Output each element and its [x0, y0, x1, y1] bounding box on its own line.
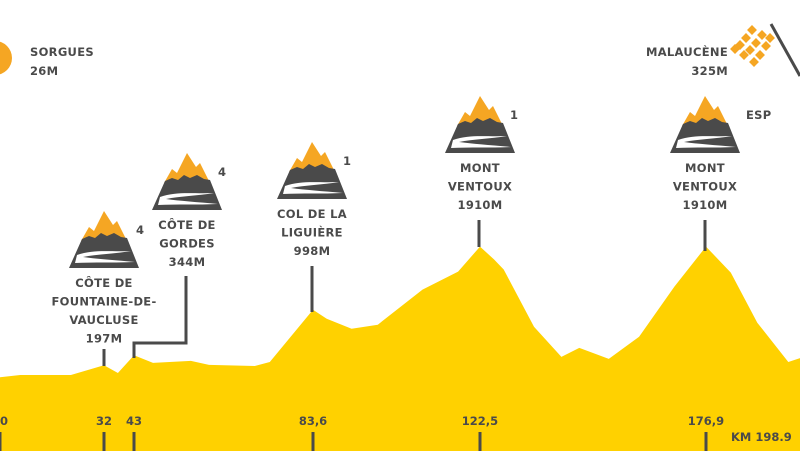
km-tick-label: 0	[0, 414, 8, 428]
finish-marker: MALAUCÈNE 325M	[646, 23, 800, 78]
climb-name-line: MONT	[460, 161, 500, 175]
climb-altitude: 998M	[294, 244, 331, 258]
climb-marker: ESP MONT VENTOUX 1910M	[670, 96, 771, 251]
mountain-icon	[152, 153, 222, 210]
climb-altitude: 1910M	[458, 198, 503, 212]
finish-name: MALAUCÈNE	[646, 44, 728, 59]
start-marker: SORGUES 26M	[0, 41, 94, 78]
climb-name-line: LIGUIÈRE	[281, 225, 343, 240]
climb-name-line: MONT	[685, 161, 725, 175]
climb-category: ESP	[746, 108, 771, 122]
climb-name-line: VAUCLUSE	[69, 313, 138, 327]
km-tick-label: 43	[126, 414, 142, 428]
climb-name-line: COL DE LA	[277, 207, 347, 221]
climb-category: 1	[510, 108, 518, 122]
climb-name-line: VENTOUX	[448, 180, 512, 194]
km-tick-label: 122,5	[462, 414, 498, 428]
start-name: SORGUES	[30, 45, 94, 59]
mountain-icon	[670, 96, 740, 153]
start-altitude: 26M	[30, 64, 58, 78]
climb-altitude: 1910M	[683, 198, 728, 212]
start-circle-icon	[0, 41, 12, 75]
km-tick-label: 176,9	[688, 414, 724, 428]
climb-name-line: GORDES	[159, 237, 215, 251]
km-tick-label: 32	[96, 414, 112, 428]
climb-name-line: VENTOUX	[673, 180, 737, 194]
climb-altitude: 197M	[86, 332, 123, 346]
mountain-icon	[277, 142, 347, 199]
mountain-icon	[445, 96, 515, 153]
finish-altitude: 325M	[691, 64, 728, 78]
climb-category: 1	[343, 154, 351, 168]
climb-name-line: CÔTE DE	[75, 275, 132, 290]
finish-km-label: KM 198.9	[731, 430, 792, 444]
climb-altitude: 344M	[169, 255, 206, 269]
elevation-profile-area	[0, 246, 800, 451]
climb-name-line: CÔTE DE	[158, 217, 215, 232]
climb-category: 4	[136, 223, 144, 237]
climb-category: 4	[218, 165, 226, 179]
km-ticks: 0 32 43 83,6 122,5 176,9	[0, 414, 724, 451]
climb-name-line: FOUNTAINE-DE-	[51, 295, 156, 309]
climb-pole	[132, 276, 188, 358]
checkered-flag-icon	[730, 23, 800, 77]
mountain-icon	[69, 211, 139, 268]
km-tick-label: 83,6	[299, 414, 327, 428]
